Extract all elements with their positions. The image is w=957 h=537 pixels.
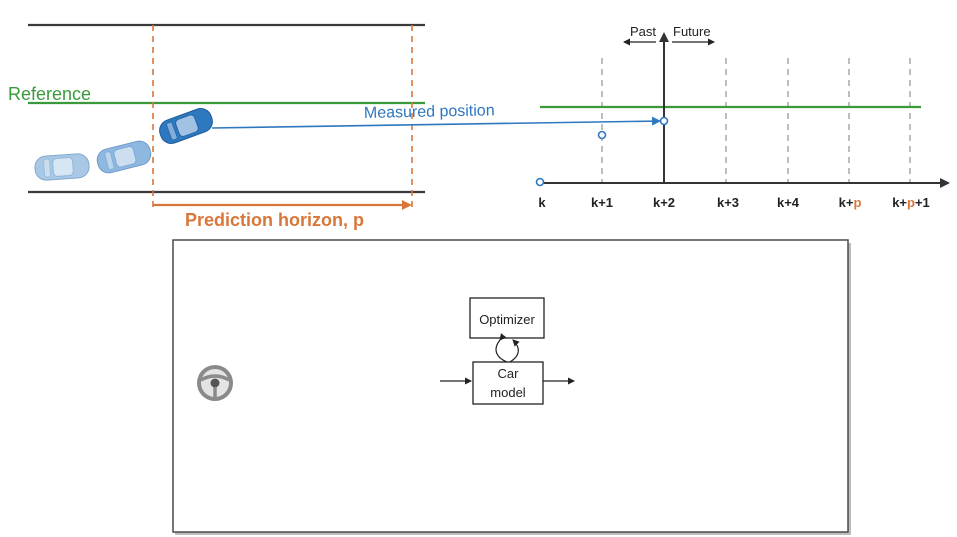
- car-icon-current: [156, 104, 216, 148]
- car-icon-past-2: [94, 138, 154, 176]
- car-icon-past-1: [33, 152, 91, 182]
- tick-label-4: k+4: [777, 195, 800, 210]
- horizon-label: Prediction horizon, p: [185, 210, 364, 230]
- optimizer-block: [469, 297, 545, 339]
- tick-label-6: k+p+1: [892, 195, 930, 210]
- tick-label-1: k+1: [591, 195, 613, 210]
- sample-point-k: [535, 177, 545, 187]
- tick-label-2: k+2: [653, 195, 675, 210]
- sample-point-k2: [659, 116, 669, 126]
- future-label: Future: [673, 24, 711, 39]
- optimizer-output-arrow: [495, 333, 508, 363]
- tick-label-3: k+3: [717, 195, 739, 210]
- measured-position-arrow: [211, 116, 661, 129]
- measured-position-label: Measured position: [364, 102, 495, 122]
- timeline: Past Future k k+1 k+2 k+3 k+4 k+p k+p+1: [535, 24, 950, 210]
- car-model-label-line2: model: [490, 385, 526, 400]
- past-label: Past: [630, 24, 656, 39]
- optimizer-label: Optimizer: [479, 312, 535, 327]
- car-model-block: [472, 361, 544, 405]
- road-scene: Reference Prediction horizon, p Measured…: [8, 23, 661, 230]
- model-feedback-arrow: [509, 339, 520, 363]
- steering-wheel-icon: [197, 365, 233, 401]
- car-model-label-line1: Car: [498, 366, 520, 381]
- tick-label-0: k: [538, 195, 546, 210]
- sample-point-k1: [597, 130, 607, 140]
- reference-label: Reference: [8, 84, 91, 104]
- block-diagram-panel: Optimizer Car model: [172, 239, 851, 535]
- tick-label-5: k+p: [839, 195, 862, 210]
